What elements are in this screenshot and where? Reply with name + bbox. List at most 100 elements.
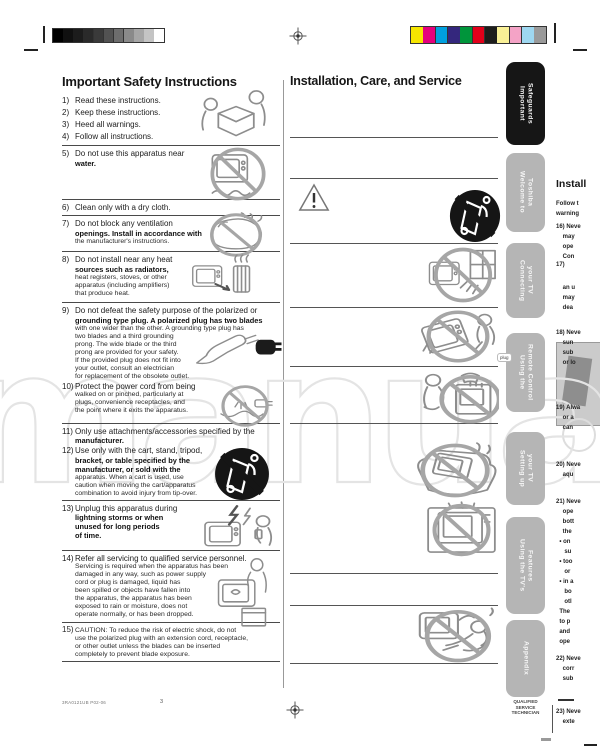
safety-item-9: 9)Do not defeat the safety purpose of th…: [62, 306, 282, 381]
service-person-illustration: [217, 557, 267, 627]
edge-text-line: 20) Neve: [556, 462, 581, 468]
safety-item-line: operate normally, or has been dropped.: [75, 611, 194, 618]
page-number: 3: [160, 699, 164, 705]
section-separator: [62, 499, 280, 501]
plug-photo-illustration: [556, 342, 600, 426]
color-swatch: [435, 27, 448, 43]
section-rule: [290, 178, 498, 179]
registration-mark-top-icon: [289, 27, 307, 45]
safety-item-line: combination to avoid injury from tip-ove…: [75, 489, 198, 497]
edge-text-line: sun: [556, 340, 574, 346]
safety-items-list: 1)Read these instructions. 2)Keep these i…: [62, 96, 282, 662]
crop-dash-top-right: [573, 49, 587, 51]
safety-item-line: cord or plug is damaged, liquid has: [75, 579, 181, 586]
safety-item-line: been spilled or objects have fallen into: [75, 587, 191, 594]
section-rule: [290, 663, 498, 664]
plug-photo-small: [255, 339, 282, 355]
safety-item-12: 12)Use only with the cart, stand, tripod…: [62, 446, 282, 498]
color-swatch: [447, 27, 460, 43]
edge-text-line: dea: [556, 305, 574, 311]
edge-text-line: 17): [556, 262, 565, 268]
safety-item-3: 3)Heed all warnings.: [62, 120, 282, 131]
safety-item-line: 14)Refer all servicing to qualified serv…: [62, 553, 247, 563]
crop-dash-bottom-right: [584, 744, 597, 746]
edge-text-line: 18) Neve: [556, 330, 581, 336]
edge-text-line: sub: [556, 350, 574, 356]
edge-text-line: can: [556, 425, 574, 431]
safety-item-line: Servicing is required when the apparatus…: [75, 563, 229, 570]
section-separator: [62, 145, 280, 146]
edge-change-bar: [552, 705, 553, 733]
safety-item-line: 12)Use only with the cart, stand, tripod…: [62, 446, 203, 455]
safety-item-line: the point where it exits the apparatus.: [75, 407, 188, 414]
safety-item-line: walked on or pinched, particularly at: [75, 391, 184, 398]
edge-text-group: 17): [556, 260, 600, 270]
tv-tipping-over-illustration: [420, 310, 496, 363]
item-number: 2): [62, 108, 70, 117]
item-number: 6): [62, 203, 70, 212]
safety-item-line: unused for long periods: [75, 522, 160, 531]
safety-item-line: 6)Clean only with a dry cloth.: [62, 203, 171, 212]
safety-item-line: 9)Do not defeat the safety purpose of th…: [62, 306, 258, 315]
item-number: 9): [62, 306, 70, 315]
edge-text-group: 23) Neve exte: [556, 707, 600, 727]
safety-item-line: bracket, or table specified by the: [75, 455, 191, 465]
safety-item-line: your outlet, consult an electrician: [75, 364, 174, 372]
edge-text-line: 21) Neve: [556, 499, 581, 505]
edge-text-line: corr: [556, 666, 575, 672]
grayscale-swatch: [93, 29, 104, 42]
section-rule: [290, 137, 498, 138]
edge-text-line: 16) Neve: [556, 224, 581, 230]
safety-item-line: damaged in any way, such as power supply: [75, 571, 206, 578]
safety-item-line: heat registers, stoves, or other: [75, 273, 167, 281]
crop-dash-top-left: [24, 49, 38, 51]
crop-tick-right: [554, 23, 556, 43]
color-swatch: [521, 27, 534, 43]
item-number: 10): [62, 381, 74, 391]
edge-text-line: ope: [556, 639, 571, 645]
polarized-plug-illustration: [195, 334, 259, 365]
edge-text-line: sub: [556, 676, 574, 682]
section-rule: [290, 307, 498, 308]
safety-item-2: 2)Keep these instructions.: [62, 108, 282, 119]
edge-text-group: 21) Neve ope bott the • on su • too or •…: [556, 497, 600, 647]
edge-text-line: bo: [556, 589, 572, 595]
safety-item-line: grounding type plug. A polarized plug ha…: [75, 315, 263, 325]
warning-triangle-icon: [298, 183, 330, 211]
safety-instructions-column: Important Safety Instructions 1)Read the…: [62, 74, 282, 665]
tv-near-water-illustration: [210, 147, 266, 201]
safety-item-line: water.: [75, 158, 96, 168]
edge-text-line: The: [556, 609, 571, 615]
faint-circle-mark: [562, 418, 596, 452]
edge-text-line: 22) Neve: [556, 656, 581, 662]
color-swatch: [460, 27, 473, 43]
safety-item-line: 11)Only use attachments/accessories spec…: [62, 426, 255, 436]
safety-item-11: 11)Only use attachments/accessories spec…: [62, 427, 282, 446]
tab-label-line: Important: [518, 86, 526, 121]
edge-text-line: • on: [556, 539, 571, 545]
safety-item-line: 1)Read these instructions.: [62, 96, 161, 105]
edge-text-line: the: [556, 529, 572, 535]
edge-text-line: may: [556, 295, 575, 301]
safety-item-line: completely to prevent blade exposure.: [75, 650, 190, 658]
safety-item-line: of time.: [75, 531, 102, 540]
safety-item-line: openings. Install in accordance with: [75, 228, 202, 238]
edge-text-line: 23) Neve: [556, 709, 581, 715]
grayscale-swatch: [144, 29, 154, 42]
tab-label-line: Using the: [518, 355, 526, 390]
chapter-tab-appendix[interactable]: Appendix: [506, 620, 545, 697]
item-number: 1): [62, 96, 70, 105]
